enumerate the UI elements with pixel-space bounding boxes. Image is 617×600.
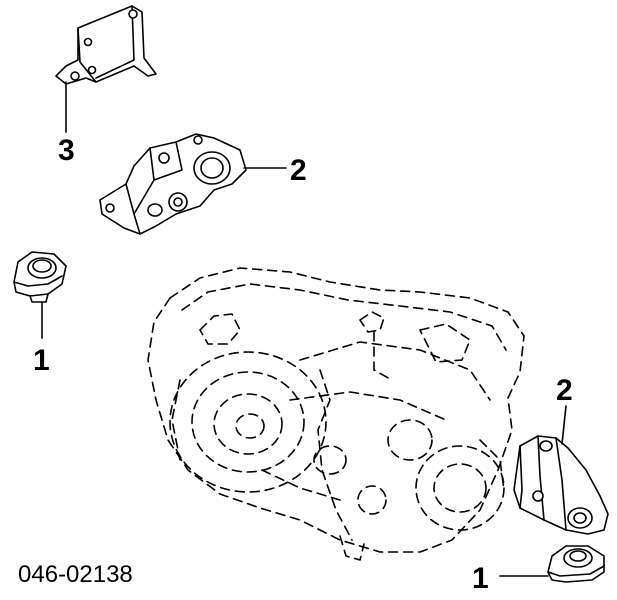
callout-3: 3 (58, 134, 75, 167)
part-2-upper-bracket (99, 133, 287, 235)
part-1-bottom-mount (499, 545, 605, 583)
callout-1-left: 1 (33, 344, 50, 377)
part-3-bracket (55, 5, 157, 133)
transmission-outline (147, 267, 525, 561)
diagram-code: 046-02138 (18, 561, 133, 588)
callout-2-right: 2 (556, 374, 573, 407)
callout-1-bottom: 1 (472, 562, 489, 595)
part-1-left-mount (13, 251, 67, 339)
callout-2-upper: 2 (290, 154, 307, 187)
part-2-right-bracket (513, 405, 609, 535)
